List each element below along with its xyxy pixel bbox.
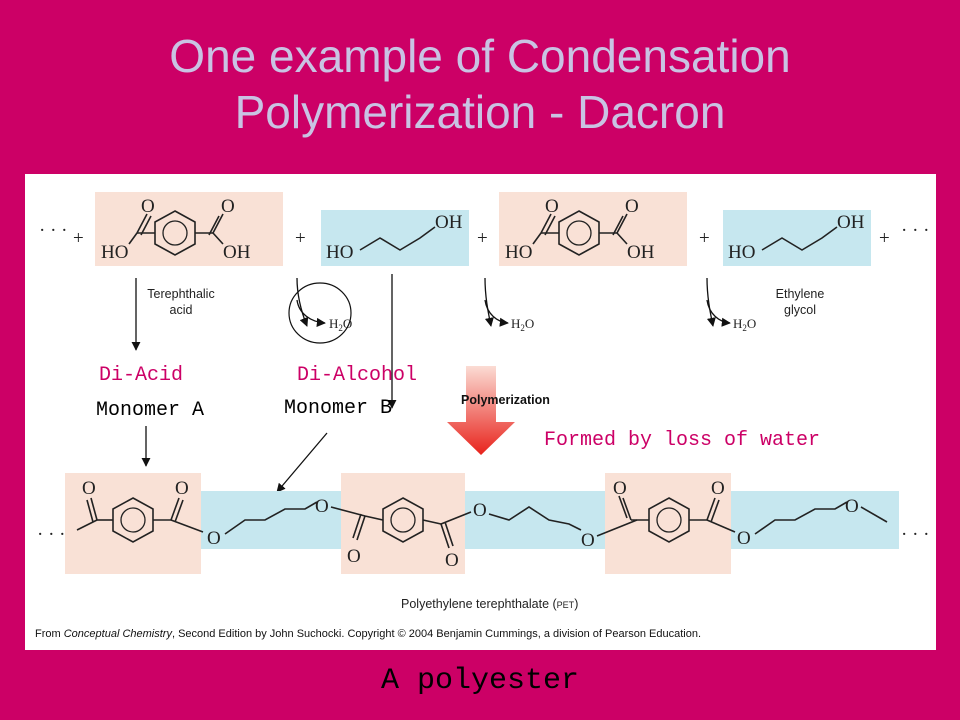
oxygen-label: O [347,546,361,567]
polymer-acid-unit-1: O O [76,478,204,543]
di-alcohol-label: Di-Alcohol [297,364,417,387]
water-label: H2O [733,316,756,333]
oxygen-label: O [581,530,595,551]
oxygen-label: O [315,496,329,517]
ethylene-glycol-1: HO OH [321,210,469,266]
glycol-box [321,210,469,266]
hydroxyl-label: HO [728,242,755,263]
polymerization-label: Polymerization [461,393,550,407]
oxygen-label: O [207,528,221,549]
polymer-glycol-unit-2: O O [473,500,638,551]
hydroxyl-label: HO [101,242,128,263]
oxygen-label: O [175,478,189,499]
oxygen-label: O [445,550,459,571]
bottom-title: A polyester [380,664,580,698]
water-loss-3: H2O [706,277,756,333]
polymerization-arrow [447,366,515,455]
ellipsis-right: · · · [901,220,929,241]
water-loss-1: H2O [288,277,352,344]
ethylene-label: Ethylene [776,287,825,301]
ethylene-glycol-2: HO OH [723,210,871,266]
plus-sign: + [73,228,84,249]
formed-by-label: Formed by loss of water [544,429,820,452]
polymer-glycol-unit-3: O O [737,496,888,549]
terephthalic-label: Terephthalic [147,287,214,301]
oxygen-label: O [737,528,751,549]
water-loss-2: H2O [484,277,534,333]
oxygen-label: O [711,478,725,499]
title-line-2: Polymerization - Dacron [234,86,726,138]
monomer-b-label: Monomer B [284,397,392,420]
monomer-a-label: Monomer A [96,399,204,422]
glycol-segment [465,491,605,549]
ethylene-label: glycol [784,303,816,317]
polymer-glycol-unit-1: O O [207,496,366,549]
reaction-diagram: · · · + O O HO OH + HO OH + [35,192,929,640]
credit-line: From Conceptual Chemistry, Second Editio… [35,628,701,640]
oxygen-label: O [82,478,96,499]
polymer-acid-unit-3: O O [613,478,736,543]
product-name: Polyethylene terephthalate (PET) [401,597,578,611]
acid-box [95,192,283,266]
glycol-box [723,210,871,266]
terephthalic-acid-1: O O HO OH [95,192,283,266]
oxygen-label: O [473,500,487,521]
hydroxyl-label: HO [505,242,532,263]
oxygen-label: O [613,478,627,499]
oxygen-label: O [141,196,155,217]
water-label: H2O [511,316,534,333]
down-arrow-icon [447,366,515,455]
water-circle [288,282,352,344]
acid-segment [605,473,731,574]
plus-sign: + [879,228,890,249]
glycol-segment [731,491,899,549]
hydroxyl-label: OH [837,212,865,233]
oxygen-label: O [221,196,235,217]
hydroxyl-label: HO [326,242,353,263]
benzene-ring [558,210,600,256]
plus-sign: + [699,228,710,249]
oxygen-label: O [545,196,559,217]
hydroxyl-label: OH [223,242,251,263]
ellipsis-right: · · · [901,524,929,545]
slide-title: One example of Condensation Polymerizati… [0,28,960,140]
hydroxyl-label: OH [627,242,655,263]
polymer-acid-unit-2: O O [347,497,472,571]
glycol-segment [201,491,341,549]
plus-sign: + [477,228,488,249]
di-acid-label: Di-Acid [99,364,183,387]
oxygen-label: O [625,196,639,217]
water-label: H2O [329,316,352,333]
reaction-panel: · · · + O O HO OH + HO OH + [25,174,936,650]
hydroxyl-label: OH [435,212,463,233]
acid-box [499,192,687,266]
ellipsis-left: · · · [39,220,67,241]
plus-sign: + [295,228,306,249]
oxygen-label: O [845,496,859,517]
title-line-1: One example of Condensation [169,30,791,82]
terephthalic-acid-2: O O HO OH [499,192,687,266]
terephthalic-label: acid [170,303,193,317]
ellipsis-left: · · · [37,524,65,545]
benzene-ring [154,210,196,256]
arrow-to-glycol-unit [276,432,328,493]
